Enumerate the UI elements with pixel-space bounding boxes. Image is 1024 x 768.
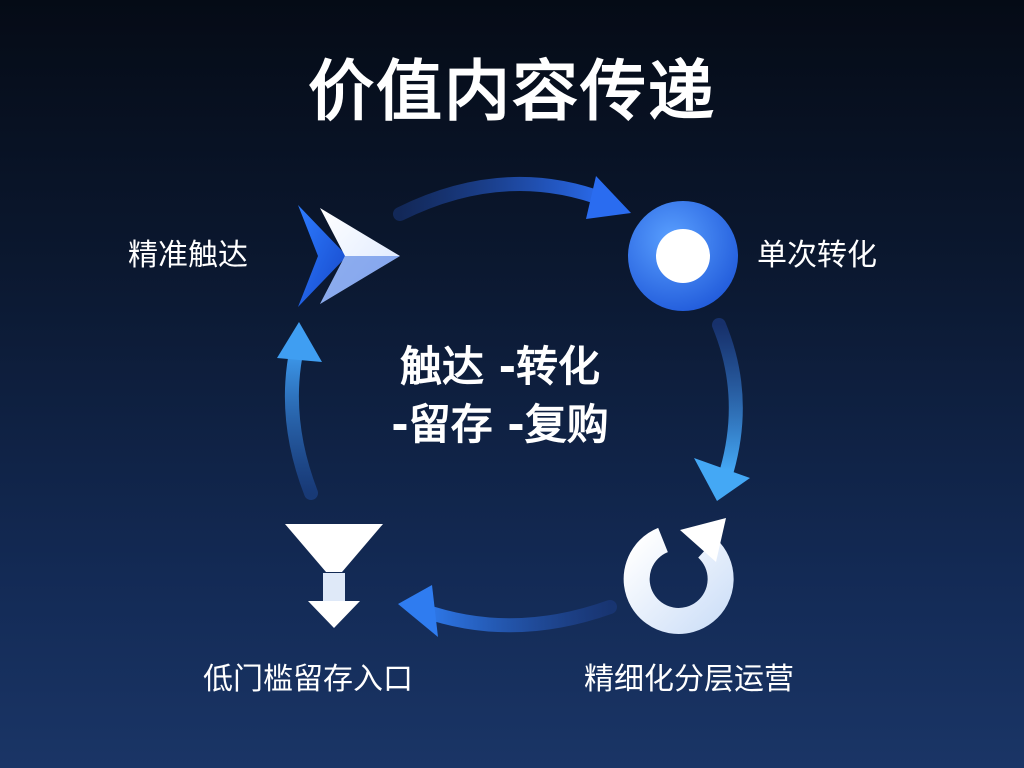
double-chevron-arrow-icon bbox=[298, 205, 400, 307]
center-text: 触达 -转化 -留存 -复购 bbox=[340, 338, 660, 454]
arrow-left bbox=[277, 322, 322, 500]
node-label-precise-reach: 精准触达 bbox=[128, 238, 248, 273]
node-label-single-conversion: 单次转化 bbox=[757, 238, 877, 273]
arrow-right bbox=[694, 318, 750, 501]
center-text-line-2: -留存 -复购 bbox=[391, 400, 609, 449]
node-label-refined-operation: 精细化分层运营 bbox=[584, 662, 794, 697]
funnel-icon bbox=[285, 524, 383, 628]
arrow-bottom bbox=[398, 585, 617, 637]
page-title: 价值内容传递 bbox=[308, 53, 716, 130]
node-label-low-threshold-entry: 低门槛留存入口 bbox=[203, 662, 413, 697]
center-text-line-1: 触达 -转化 bbox=[399, 342, 601, 391]
refresh-cycle-icon bbox=[623, 518, 734, 634]
blue-ring-icon bbox=[628, 201, 738, 311]
arrow-top bbox=[393, 176, 631, 221]
